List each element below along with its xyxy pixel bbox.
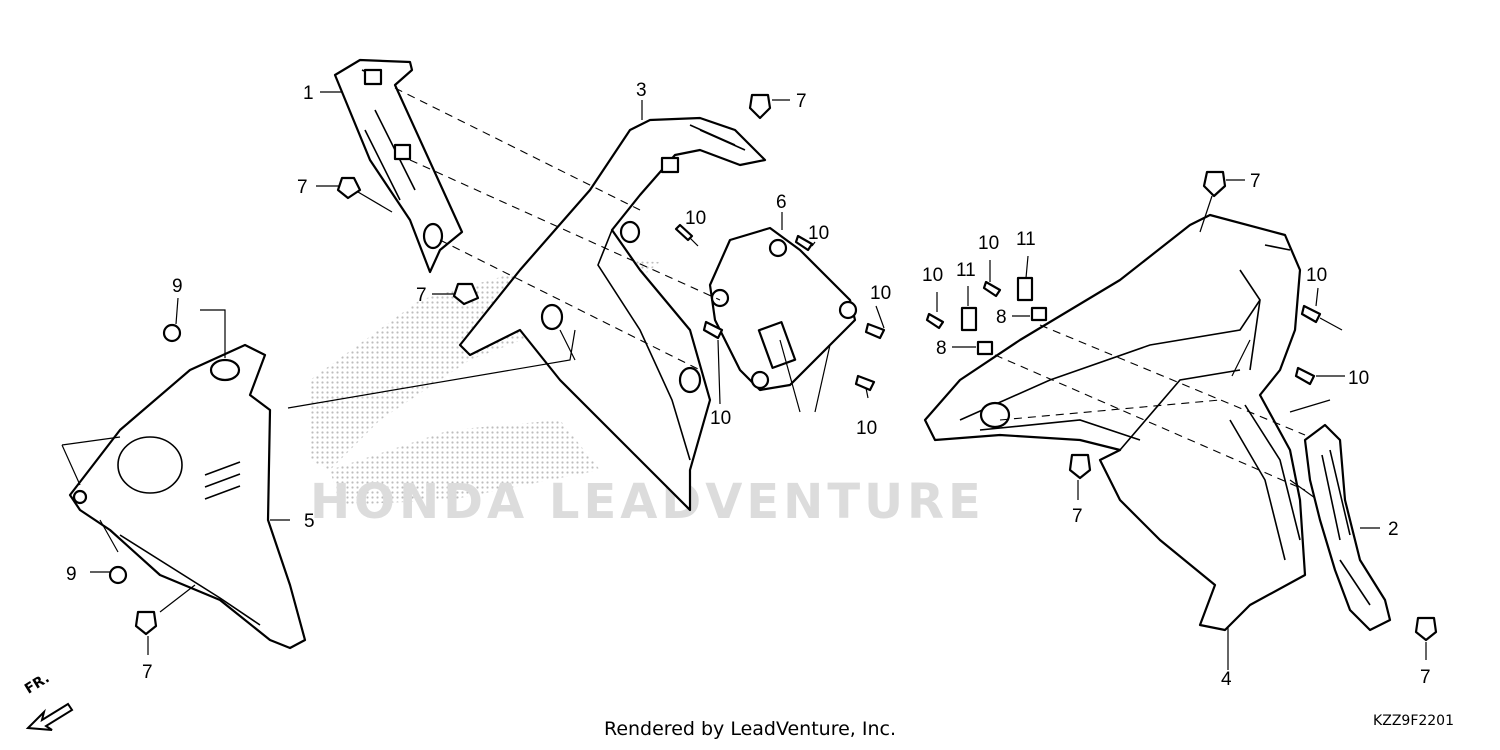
screw-10-icon[interactable] <box>1294 366 1316 386</box>
callout-10: 10 <box>870 283 891 304</box>
clip-11-icon[interactable] <box>1016 276 1034 302</box>
screw-10-icon[interactable] <box>854 374 876 392</box>
callout-10: 10 <box>1348 368 1369 389</box>
callout-7: 7 <box>297 177 308 198</box>
callout-8: 8 <box>936 338 947 359</box>
callout-7: 7 <box>1250 171 1261 192</box>
part-1-left-inner-strip[interactable] <box>333 58 464 274</box>
callout-5: 5 <box>304 511 315 532</box>
fasteners <box>108 93 1438 642</box>
diagram-code: KZZ9F2201 <box>1373 713 1454 729</box>
callout-11: 11 <box>1016 229 1036 250</box>
screw-10-icon[interactable] <box>864 322 886 340</box>
part-4-right-front-cover[interactable] <box>923 213 1307 632</box>
nut-8-icon[interactable] <box>1030 306 1048 322</box>
callout-10: 10 <box>685 208 706 229</box>
callout-9: 9 <box>172 276 183 297</box>
screw-10-icon[interactable] <box>702 320 724 340</box>
front-direction-arrow-icon <box>25 702 74 731</box>
callout-7: 7 <box>796 91 807 112</box>
callout-8: 8 <box>996 307 1007 328</box>
bolt-9-icon[interactable] <box>162 323 182 343</box>
callout-10: 10 <box>710 408 731 429</box>
nut-8-icon[interactable] <box>976 340 994 356</box>
callout-2: 2 <box>1388 519 1399 540</box>
screw-10-icon[interactable] <box>982 280 1002 298</box>
callout-10: 10 <box>856 418 877 439</box>
callouts: 1 2 3 4 5 6 7 7 7 7 7 7 7 8 8 9 9 10 10 … <box>66 80 1431 690</box>
callout-7: 7 <box>142 662 153 683</box>
callout-10: 10 <box>1306 265 1327 286</box>
leader-lines <box>61 91 1427 670</box>
clip-11-icon[interactable] <box>960 306 978 332</box>
callout-10: 10 <box>808 223 829 244</box>
screw-10-icon[interactable] <box>794 234 814 252</box>
clip-7-icon[interactable] <box>336 176 362 200</box>
callout-6: 6 <box>776 192 787 213</box>
clip-7-icon[interactable] <box>1414 616 1438 642</box>
part-6-bracket[interactable] <box>708 226 858 392</box>
callout-4: 4 <box>1221 669 1232 690</box>
callout-11: 11 <box>956 260 976 281</box>
part-5-lower-left-cover[interactable] <box>68 343 307 650</box>
part-3-front-inner-cover[interactable] <box>458 116 767 512</box>
bolt-9-icon[interactable] <box>108 565 128 585</box>
callout-10: 10 <box>922 265 943 286</box>
screw-10-icon[interactable] <box>925 312 945 330</box>
watermark-text: HONDA LEADVENTURE <box>310 474 985 530</box>
callout-7: 7 <box>1420 667 1431 688</box>
clip-7-icon[interactable] <box>748 93 772 120</box>
callout-1: 1 <box>303 83 314 104</box>
clip-7-icon[interactable] <box>1068 453 1092 480</box>
clip-7-icon[interactable] <box>134 610 158 636</box>
part-2-right-inner-strip[interactable] <box>1303 423 1392 632</box>
render-credit: Rendered by LeadVenture, Inc. <box>603 718 897 740</box>
callout-7: 7 <box>1072 506 1083 527</box>
callout-3: 3 <box>636 80 647 101</box>
screw-10-icon[interactable] <box>674 223 694 242</box>
callout-9: 9 <box>66 564 77 585</box>
callout-10: 10 <box>978 233 999 254</box>
callout-7: 7 <box>416 285 427 306</box>
alignment-lines <box>394 87 1306 491</box>
clip-7-icon[interactable] <box>1202 170 1227 198</box>
screw-10-icon[interactable] <box>1300 304 1322 324</box>
